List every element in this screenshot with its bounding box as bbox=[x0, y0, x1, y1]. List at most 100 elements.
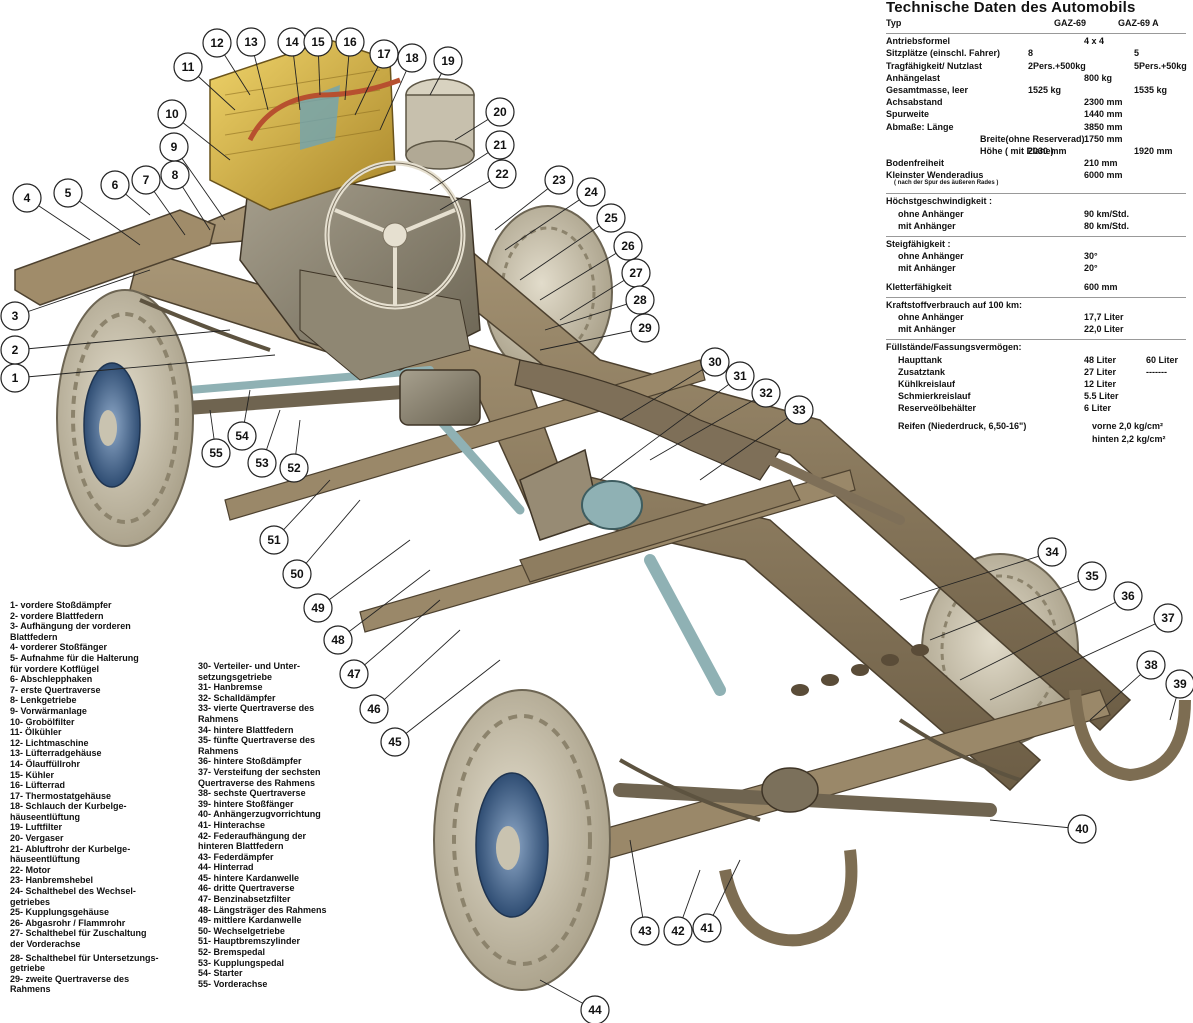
callout-23: 23 bbox=[544, 165, 574, 195]
legend-text: Kupplungspedal bbox=[213, 957, 285, 968]
leader-line bbox=[899, 551, 1053, 601]
callout-circle bbox=[692, 913, 722, 943]
legend-dash: - bbox=[208, 904, 214, 915]
legend-dash: - bbox=[20, 952, 26, 963]
legend-text: Benzinabsetzfilter bbox=[213, 894, 291, 905]
specs-value: 22,0 Liter bbox=[1084, 324, 1124, 335]
legend-number: 28 bbox=[10, 952, 21, 963]
callout-number: 18 bbox=[405, 51, 419, 65]
legend-text: Lenkgetriebe bbox=[20, 695, 77, 706]
legend-number: 44 bbox=[198, 862, 209, 873]
legend-item: 21- Abluftrohr der Kurbelge- häuseentlüf… bbox=[10, 844, 190, 865]
specs-separator bbox=[886, 236, 1186, 237]
legend-item: 27- Schalthebel für Zuschaltung der Vord… bbox=[10, 928, 190, 949]
callout-55: 55 bbox=[201, 438, 231, 468]
callout-circle bbox=[1165, 669, 1193, 699]
specs-separator bbox=[886, 296, 1186, 298]
legend-dash: - bbox=[208, 925, 214, 936]
legend-item: 25- Kupplungsgehäuse bbox=[10, 907, 190, 918]
legend-text: fünfte Quertraverse des Rahmens bbox=[198, 735, 316, 756]
callout-number: 5 bbox=[65, 186, 72, 200]
callout-36: 36 bbox=[1113, 581, 1143, 611]
legend-text: sechste Quertraverse bbox=[213, 788, 306, 799]
callout-43: 43 bbox=[630, 916, 660, 946]
specs-value: 1920 mm bbox=[1134, 145, 1173, 156]
legend-item: 37- Versteifung der sechsten Quertravers… bbox=[198, 767, 378, 788]
callout-number: 49 bbox=[311, 601, 325, 615]
leader-line bbox=[14, 329, 231, 351]
specs-label: Breite(ohne Reserverad) bbox=[980, 133, 1085, 144]
legend-dash: - bbox=[20, 886, 26, 897]
callout-number: 43 bbox=[638, 924, 652, 938]
callout-number: 17 bbox=[377, 47, 391, 61]
specs-header-row: Typ GAZ-69 GAZ-69 A bbox=[886, 19, 1186, 31]
callout-circle bbox=[751, 378, 781, 408]
legend-number: 48 bbox=[198, 904, 209, 915]
legend-dash: - bbox=[208, 968, 214, 979]
callout-circle bbox=[485, 97, 515, 127]
specs-value: 1750 mm bbox=[1084, 133, 1123, 144]
legend-item: 39- hintere Stoßfänger bbox=[198, 799, 378, 810]
callout-8: 8 bbox=[160, 160, 190, 190]
specs-label: Tragfähigkeit/ Nutzlast bbox=[886, 60, 983, 71]
specs-row: hinten 2,2 kg/cm² bbox=[886, 433, 1186, 447]
callout-5: 5 bbox=[53, 178, 83, 208]
legend-number: 23 bbox=[10, 875, 21, 886]
callout-circle bbox=[487, 159, 517, 189]
specs-value: 48 Liter bbox=[1084, 354, 1117, 365]
legend-number: 5 bbox=[10, 652, 16, 663]
specs-note-row: ( nach der Spur des äußeren Rades ) bbox=[886, 180, 1186, 191]
callout-circle bbox=[725, 361, 755, 391]
legend-text: Abschlepphaken bbox=[20, 674, 93, 685]
legend-dash: - bbox=[15, 652, 21, 663]
legend-text: Aufnahme für die Halterung für vordere K… bbox=[10, 652, 139, 674]
legend-item: 32- Schalldämpfer bbox=[198, 693, 378, 704]
callout-number: 10 bbox=[165, 107, 179, 121]
specs-separator bbox=[886, 193, 1186, 195]
legend-item: 18- Schlauch der Kurbelge- häuseentlüftu… bbox=[10, 801, 190, 822]
callout-20: 20 bbox=[485, 97, 515, 127]
callout-circle bbox=[625, 285, 655, 315]
legend-item: 4- vorderer Stoßfänger bbox=[10, 642, 190, 653]
legend-item: 22- Motor bbox=[10, 865, 190, 876]
legend-number: 25 bbox=[10, 907, 21, 918]
callout-circle bbox=[279, 453, 309, 483]
callout-circle bbox=[236, 27, 266, 57]
specs-value: 3850 mm bbox=[1084, 121, 1123, 132]
callout-48: 48 bbox=[323, 625, 353, 655]
callout-number: 53 bbox=[255, 456, 269, 470]
specs-label: Kühlkreislauf bbox=[898, 378, 956, 389]
legend-item: 1- vordere Stoßdämpfer bbox=[10, 600, 190, 611]
callout-circle bbox=[397, 43, 427, 73]
legend-item: 49- mittlere Kardanwelle bbox=[198, 915, 378, 926]
legend-item: 15- Kühler bbox=[10, 770, 190, 781]
callout-number: 54 bbox=[235, 429, 249, 443]
legend-dash: - bbox=[208, 798, 214, 809]
specs-label: Gesamtmasse, leer bbox=[886, 84, 969, 95]
muffler bbox=[514, 359, 905, 525]
legend-number: 21 bbox=[10, 843, 21, 854]
legend-dash: - bbox=[20, 822, 26, 833]
legend-number: 39 bbox=[198, 798, 209, 809]
specs-value: hinten 2,2 kg/cm² bbox=[1092, 433, 1166, 444]
legend-item: 53- Kupplungspedal bbox=[198, 958, 378, 969]
drive-shafts bbox=[186, 366, 726, 696]
specs-row: Füllstände/Fassungsvermögen: bbox=[886, 343, 1186, 355]
legend-item: 35- fünfte Quertraverse des Rahmens bbox=[198, 735, 378, 756]
callout-circle bbox=[247, 448, 277, 478]
legend-number: 29 bbox=[10, 973, 21, 984]
leader-line bbox=[544, 299, 641, 331]
legend-item: 9- Vorwärmanlage bbox=[10, 706, 190, 717]
callout-17: 17 bbox=[369, 39, 399, 69]
callout-circle bbox=[1037, 537, 1067, 567]
leader-line bbox=[519, 217, 612, 281]
specs-header-col1: GAZ-69 bbox=[1054, 18, 1087, 28]
specs-row: Breite(ohne Reserverad)1750 mm bbox=[886, 133, 1186, 147]
legend-dash: - bbox=[208, 851, 214, 862]
legend-dash: - bbox=[208, 692, 214, 703]
legend-dash: - bbox=[208, 766, 214, 777]
legend-item: 12- Lichtmaschine bbox=[10, 738, 190, 749]
leaf-springs bbox=[139, 298, 1021, 822]
callout-52: 52 bbox=[279, 453, 309, 483]
legend-text: Bremspedal bbox=[213, 947, 266, 958]
